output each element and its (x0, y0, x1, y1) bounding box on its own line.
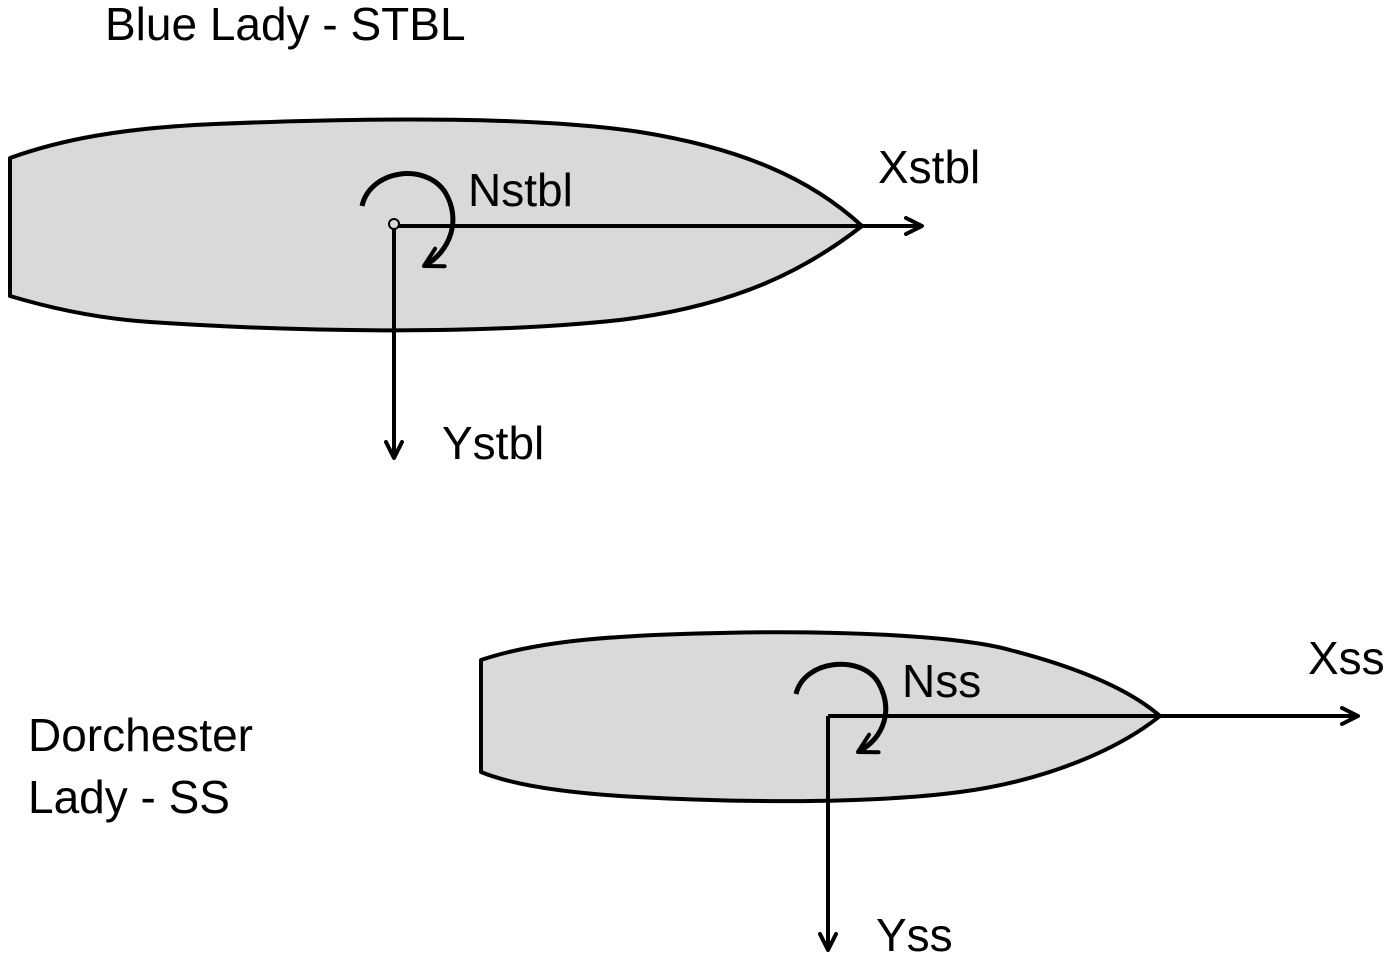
moment-arrow-blue-lady (359, 171, 456, 269)
y-axis-label-dorchester-lady: Yss (876, 909, 953, 961)
moment-label-dorchester-lady: Nss (902, 655, 981, 707)
y-axis-label-blue-lady: Ystbl (442, 417, 544, 469)
vessel-blue-lady: Blue Lady - STBL Nstbl Xstbl Ystbl (8, 0, 980, 469)
moment-arrow-dorchester-lady (793, 661, 889, 755)
moment-label-blue-lady: Nstbl (468, 164, 573, 216)
origin-blue-lady (388, 218, 400, 230)
vessel-dorchester-lady: Dorchester Lady - SS Nss Xss Yss (28, 630, 1385, 961)
vessel-title-dorchester-line1: Dorchester (28, 709, 253, 761)
vessel-title-blue-lady: Blue Lady - STBL (105, 0, 466, 50)
x-axis-label-blue-lady: Xstbl (878, 141, 980, 193)
vessel-title-dorchester-line2: Lady - SS (28, 771, 230, 823)
x-axis-label-dorchester-lady: Xss (1308, 632, 1385, 684)
